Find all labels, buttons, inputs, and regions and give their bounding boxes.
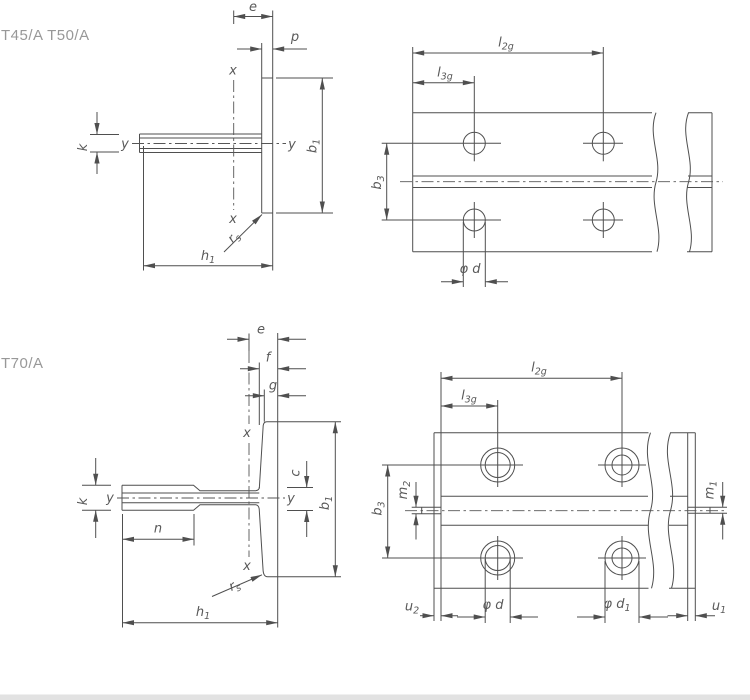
axis-label-x-top: x <box>242 426 251 441</box>
dim-label-e: e <box>257 323 265 338</box>
dimension-l3g: l3g <box>441 389 498 409</box>
t70-centerlines: x x y y <box>105 333 295 574</box>
dim-label-u2: u2 <box>405 600 419 617</box>
dim-label-l3g: l3g <box>461 389 477 406</box>
dimension-phi-d: φ d <box>441 222 508 287</box>
dim-label-h1: h1 <box>201 249 215 266</box>
dimension-u1: u1 <box>667 599 726 619</box>
dimension-phi-d: φ d <box>457 559 538 623</box>
dim-label-phi-d1: φ d1 <box>603 597 630 614</box>
dim-label-c: c <box>289 469 304 476</box>
dimension-rs: rs <box>211 574 263 597</box>
dimension-e: e <box>233 0 273 20</box>
dimension-h1: h1 <box>143 146 273 271</box>
dimension-m2: m2 <box>396 481 419 540</box>
axis-label-x-bottom: x <box>242 559 251 574</box>
dim-label-h1: h1 <box>196 605 210 622</box>
dim-label-l2g: l2g <box>531 361 547 378</box>
t45-plate-outline <box>412 47 713 253</box>
dimension-c: c <box>287 461 313 537</box>
dim-label-m2: m2 <box>396 481 413 500</box>
dimension-b3: b3 <box>370 143 390 220</box>
dim-label-m1: m1 <box>703 481 720 500</box>
section-title-t70: T70/A <box>1 355 44 372</box>
dim-label-rs: rs <box>225 229 244 248</box>
dim-label-n: n <box>154 522 162 537</box>
dim-label-e: e <box>249 0 257 15</box>
dimension-l2g: l2g <box>440 361 622 433</box>
dimension-k: k <box>76 112 119 174</box>
dimension-f: f <box>240 351 306 372</box>
dim-label-b1: b1 <box>306 139 323 153</box>
dimension-p: p <box>237 30 307 52</box>
dimension-e: e <box>227 323 306 342</box>
dim-label-b3: b3 <box>371 501 388 515</box>
t70-rear-view: l2g l3g b3 m2 m1 u2 u1 <box>371 361 727 623</box>
t45-t50-rear-view: l2g l3g b3 φ d <box>370 36 723 287</box>
axis-label-y-right: y <box>286 492 295 507</box>
dim-label-rs: rs <box>227 577 243 597</box>
dimension-n: n <box>122 514 195 628</box>
t70-blade-band <box>405 495 725 526</box>
dimension-u2: u2 <box>405 600 458 619</box>
dimension-l3g: l3g <box>412 66 475 86</box>
dimension-m1: m1 <box>703 481 726 540</box>
section-title-t45-t50: T45/A T50/A <box>1 27 90 44</box>
t70-bolt-holes <box>382 372 646 580</box>
t70-blade-outline <box>121 484 260 511</box>
t45-blade-outline <box>139 133 262 153</box>
axis-label-y-left: y <box>120 137 129 152</box>
dim-label-k: k <box>76 143 91 151</box>
axis-label-x-top: x <box>228 64 237 79</box>
dim-label-phi-d: φ d <box>483 598 505 613</box>
t45-t50-cross-section: x x y y e p k b1 h <box>76 0 333 271</box>
t70-plate-outline <box>433 432 696 621</box>
axis-label-y-left: y <box>105 491 114 506</box>
dimension-b3: b3 <box>371 465 391 558</box>
dim-label-u1: u1 <box>712 599 726 616</box>
dim-label-l2g: l2g <box>498 36 514 53</box>
dim-label-f: f <box>266 351 273 366</box>
axis-label-x-bottom: x <box>228 212 237 227</box>
dimension-phi-d1: φ d1 <box>577 561 668 623</box>
axis-label-y-right: y <box>287 138 296 153</box>
dim-label-p: p <box>290 30 299 45</box>
dim-label-phi-d: φ d <box>460 262 482 277</box>
t70-cross-section: x x y y e f g k <box>76 323 341 628</box>
dim-label-b1: b1 <box>318 496 335 510</box>
dimension-l2g: l2g <box>412 36 604 56</box>
break-line <box>685 112 692 252</box>
dim-label-k: k <box>76 497 91 505</box>
t45-bolt-holes <box>381 47 623 238</box>
page-edge-shadow <box>0 694 750 700</box>
dimension-b1: b1 <box>318 421 338 577</box>
t45-blade-band <box>400 175 723 188</box>
break-line <box>652 112 660 252</box>
dimension-g: g <box>245 379 306 399</box>
dim-label-g: g <box>269 379 277 394</box>
dim-label-b3: b3 <box>370 175 387 189</box>
dimension-k: k <box>76 458 111 538</box>
dimension-b1: b1 <box>276 77 333 214</box>
t45-foot-outline <box>261 10 274 271</box>
t70-foot-outline <box>258 333 341 628</box>
t45-centerlines: x x y y <box>120 10 296 227</box>
dim-label-l3g: l3g <box>437 66 453 83</box>
dimension-h1: h1 <box>122 605 278 626</box>
